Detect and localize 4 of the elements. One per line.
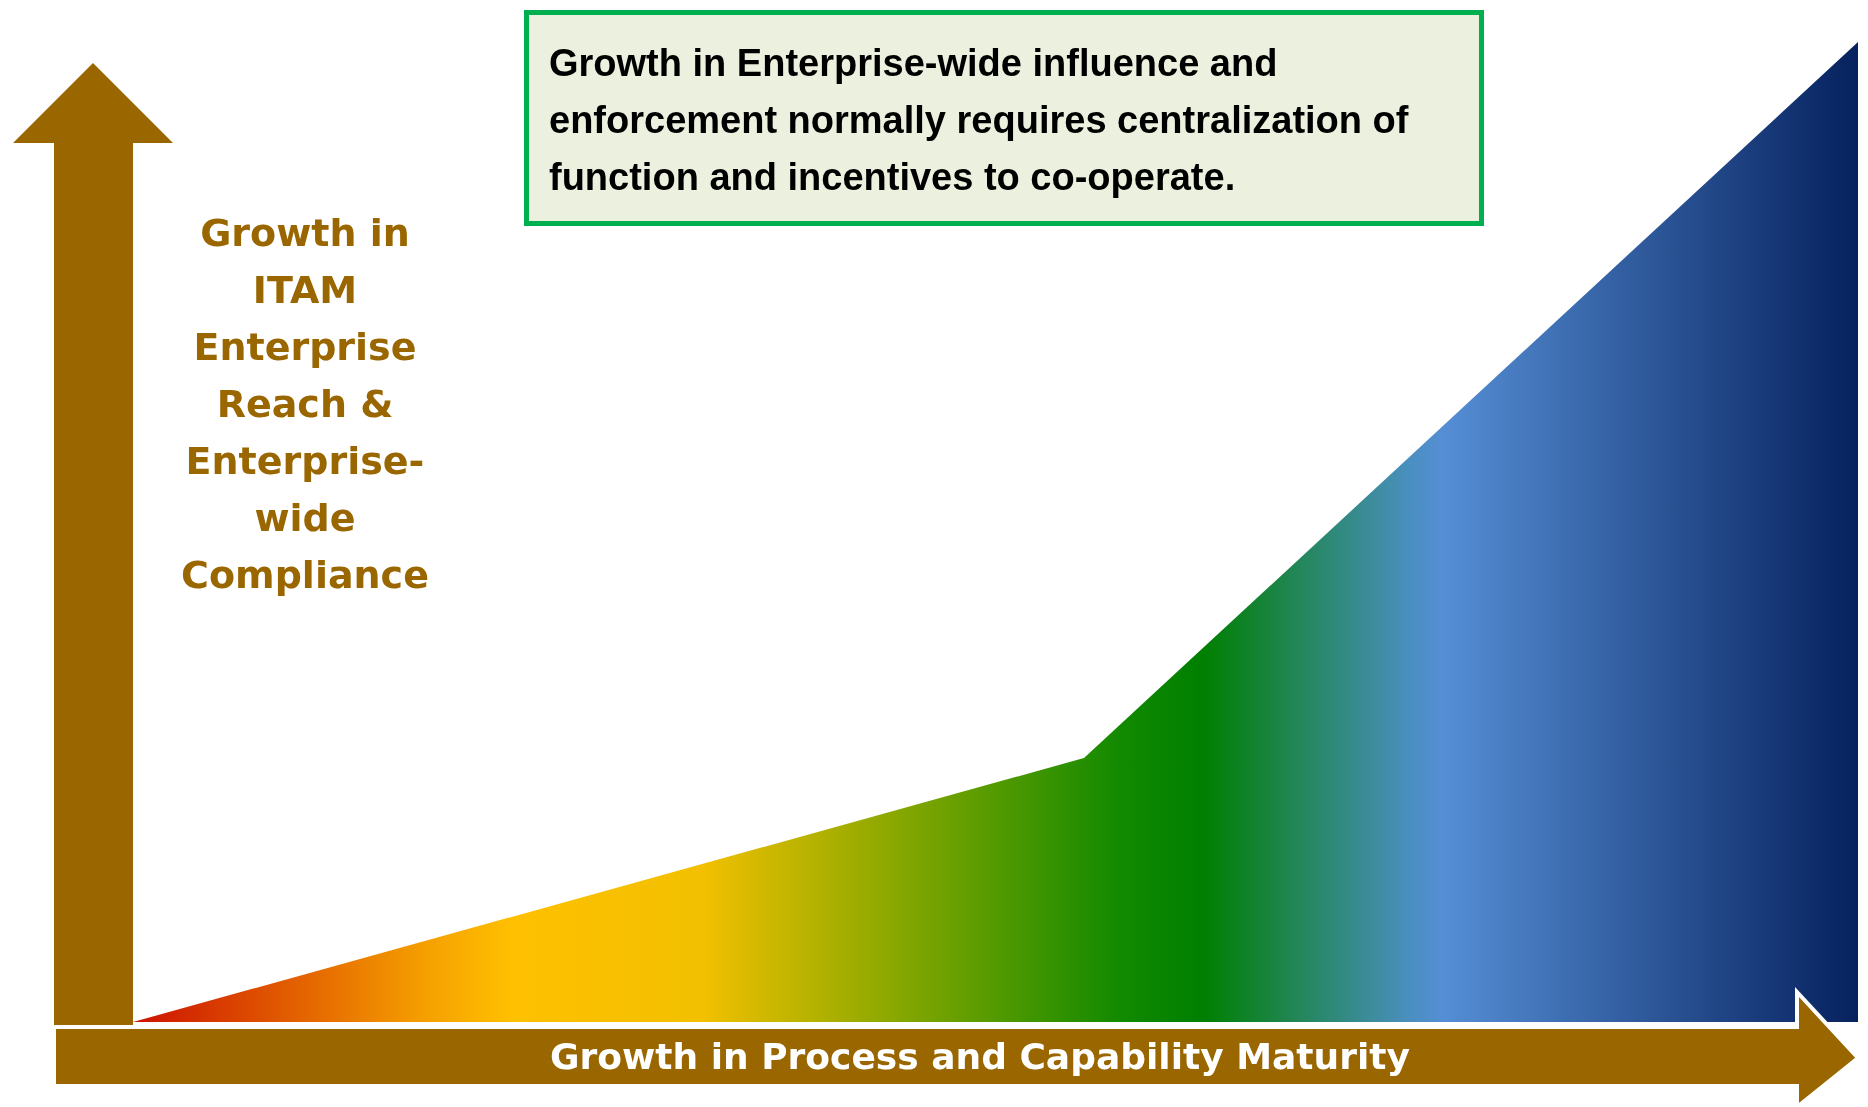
callout-box xyxy=(524,10,1484,226)
axis-label: Growth in ITAM Enterprise Reach & Enterprise-wide Compliance xyxy=(180,210,430,599)
axis-label: Growth in Process and Capability Maturity xyxy=(549,1035,1411,1079)
callout-text: Growth in Enterprise-wide influence and enforcement normally requires centralization of function and incentives to co-operate. xyxy=(548,41,1410,200)
